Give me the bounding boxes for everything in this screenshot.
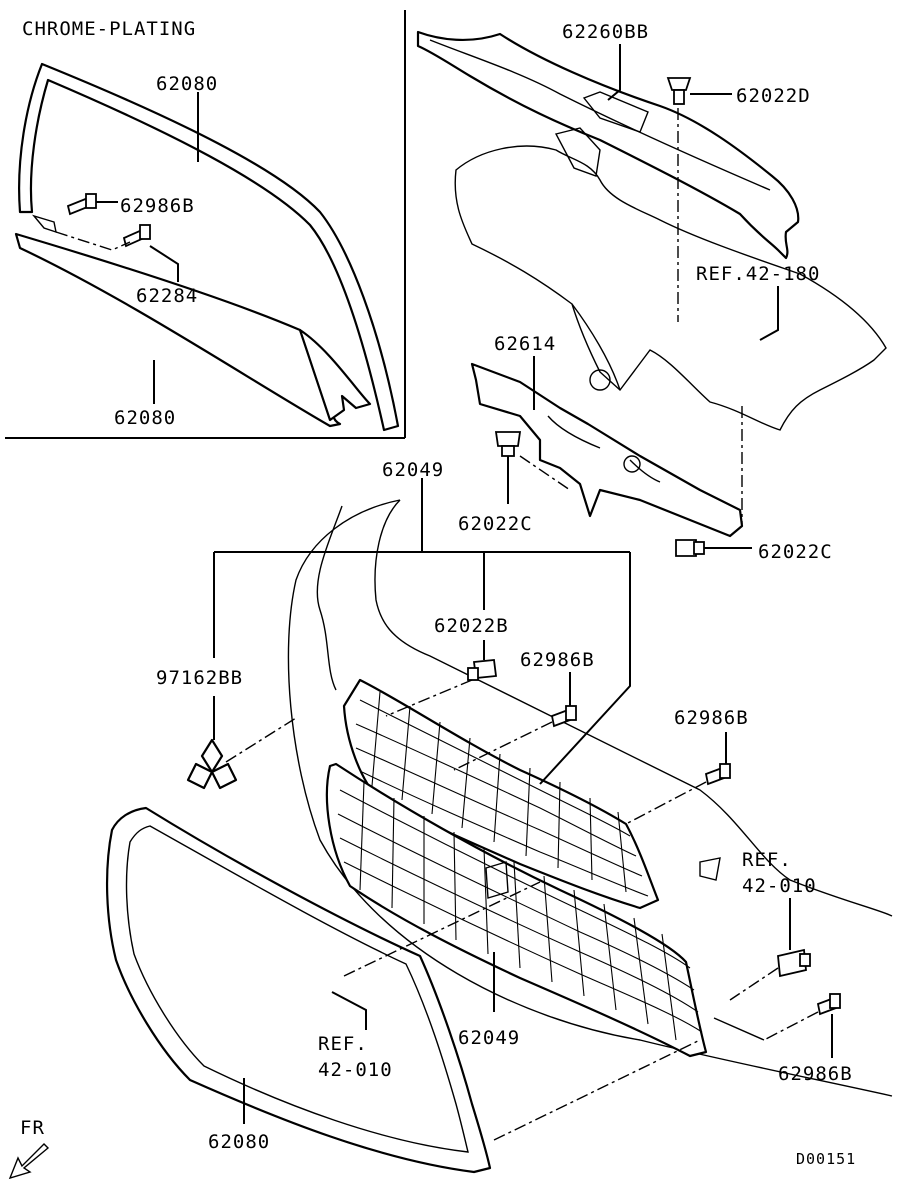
lower-grille-62049: [325, 762, 708, 1058]
label-62080-bottom: 62080: [208, 1131, 270, 1153]
clip-62022D: [666, 77, 692, 105]
label-fr: FR: [20, 1117, 45, 1139]
label-62022C-b: 62022C: [758, 541, 833, 563]
emblem-dash: [225, 717, 297, 763]
label-62260BB: 62260BB: [562, 21, 649, 43]
radiator-support-panel: [454, 145, 887, 431]
label-62986B-a: 62986B: [520, 649, 595, 671]
lower-chrome-surround-62080: [105, 806, 492, 1174]
emblem-97162BB: [186, 738, 238, 790]
front-arrow-icon: [8, 1143, 50, 1180]
label-62614: 62614: [494, 333, 556, 355]
bolt-62986B-c: [816, 993, 841, 1016]
label-ref-42-180: REF.42-180: [696, 263, 820, 285]
clip-62022C-a: [494, 431, 522, 457]
clip-ref-42-010-right: [777, 948, 811, 978]
center-dash-lines: [343, 679, 819, 1141]
inset-dash-1: [55, 231, 131, 251]
upper-grille-62049: [342, 678, 660, 910]
clip-62022B: [467, 659, 498, 681]
label-62022B: 62022B: [434, 615, 509, 637]
label-62986B-b: 62986B: [674, 707, 749, 729]
label-97162BB: 97162BB: [156, 667, 243, 689]
lower-cover-62614: [470, 362, 744, 538]
label-62080-inset-bottom: 62080: [114, 407, 176, 429]
label-ref-left-b: 42-010: [318, 1059, 393, 1081]
bolt-62986B-b: [704, 763, 731, 786]
label-ref-right-b: 42-010: [742, 875, 817, 897]
label-62049-bottom: 62049: [458, 1027, 520, 1049]
label-62986B-inset: 62986B: [120, 195, 195, 217]
label-62986B-c: 62986B: [778, 1063, 853, 1085]
label-ref-right-a: REF.: [742, 849, 792, 871]
label-ref-left-a: REF.: [318, 1033, 368, 1055]
inset-frame: [5, 10, 406, 439]
inset-bolt-62986B: [66, 193, 97, 216]
inset-title: CHROME-PLATING: [22, 18, 196, 40]
top-right-leaders: [507, 44, 779, 549]
center-leaders: [213, 478, 833, 1124]
inset-leaders: [96, 92, 199, 404]
label-62080-inset-top: 62080: [156, 73, 218, 95]
upper-cover-62260BB: [416, 30, 800, 260]
label-62022C-a: 62022C: [458, 513, 533, 535]
diagram-code: D00151: [796, 1150, 856, 1168]
clip-62022C-b: [675, 539, 705, 557]
label-62022D: 62022D: [736, 85, 811, 107]
bolt-62986B-a: [550, 705, 577, 728]
bumper-outline: [287, 499, 893, 1097]
inset-chrome-surround: [14, 62, 400, 432]
label-62284: 62284: [136, 285, 198, 307]
label-62049-top: 62049: [382, 459, 444, 481]
